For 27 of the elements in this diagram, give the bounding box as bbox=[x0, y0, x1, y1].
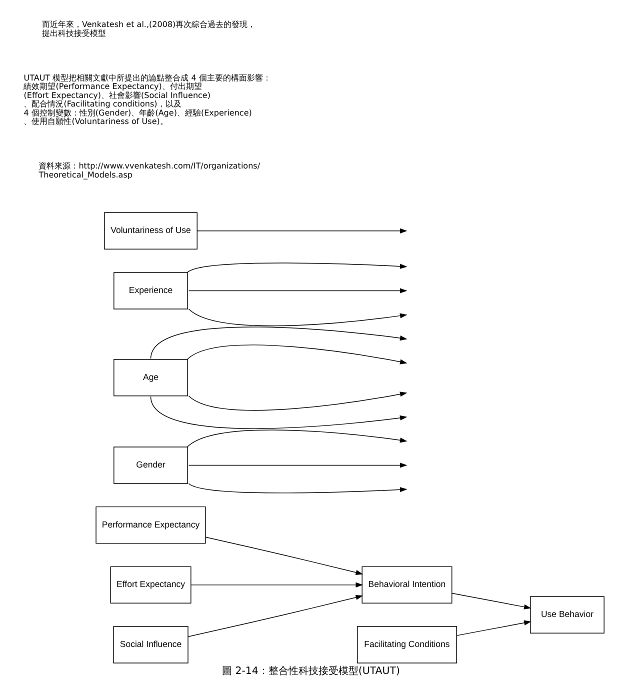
arrow bbox=[456, 620, 531, 636]
node-box: Behavioral Intention bbox=[361, 566, 452, 604]
node-box: Experience bbox=[113, 272, 188, 310]
arrow bbox=[150, 396, 407, 429]
arrow bbox=[188, 392, 407, 411]
node-box: Use Behavior bbox=[530, 596, 604, 634]
arrow bbox=[186, 344, 407, 364]
arrow bbox=[188, 483, 407, 494]
node-box: Age bbox=[113, 359, 188, 396]
node-box: Effort Expectancy bbox=[110, 566, 191, 604]
arrow bbox=[204, 536, 363, 575]
arrow bbox=[196, 228, 407, 234]
node-box: Performance Expectancy bbox=[95, 506, 206, 544]
node-box: Voluntariness of Use bbox=[104, 212, 197, 250]
arrow bbox=[188, 288, 407, 294]
arrow bbox=[188, 462, 407, 468]
arrow bbox=[190, 582, 363, 588]
node-box: Social Influence bbox=[112, 626, 188, 664]
arrow bbox=[451, 592, 531, 610]
arrow bbox=[188, 308, 407, 326]
node-box: Facilitating Conditions bbox=[356, 626, 456, 664]
arrow bbox=[187, 594, 363, 637]
arrow bbox=[186, 430, 407, 448]
arrow bbox=[186, 262, 407, 273]
caption: 圖 2-14：整合性科技接受模型(UTAUT) bbox=[222, 666, 400, 678]
arrow bbox=[150, 326, 407, 359]
node-box: Gender bbox=[113, 446, 188, 484]
